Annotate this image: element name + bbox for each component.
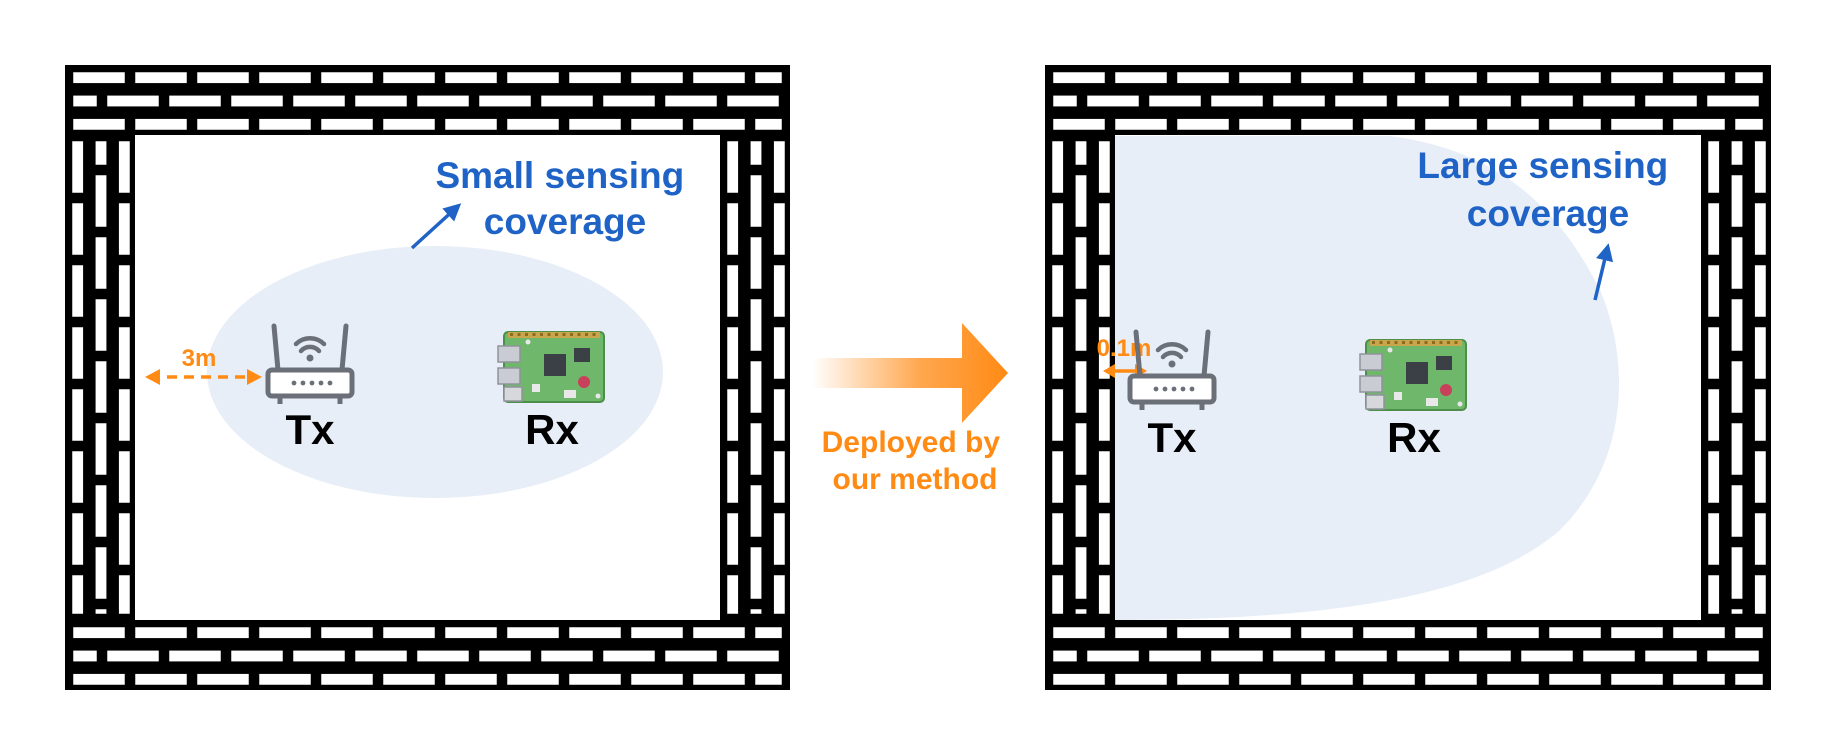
right-tx-router-icon xyxy=(1127,329,1217,410)
right-distance-label: 0.1m xyxy=(1097,335,1152,362)
left-brick-walls xyxy=(65,65,790,690)
left-room: Small sensing coverage 3m Tx Rx xyxy=(65,65,790,690)
right-coverage-label: Large sensing coverage xyxy=(1417,145,1678,234)
left-tx-router-icon xyxy=(265,323,355,404)
left-coverage-label: Small sensing coverage xyxy=(435,155,694,242)
deployment-transition-arrow xyxy=(812,323,1008,423)
left-coverage-area xyxy=(207,246,663,498)
left-tx-label: Tx xyxy=(285,406,335,453)
right-coverage-pointer-arrow xyxy=(1593,243,1614,301)
left-distance-label: 3m xyxy=(182,345,217,372)
right-room: Large sensing coverage 0.1m Tx Rx xyxy=(1045,65,1771,690)
deployment-method-label: Deployed by our method xyxy=(822,426,1009,496)
right-tx-label: Tx xyxy=(1147,414,1197,461)
left-rx-board-icon xyxy=(497,331,605,403)
left-coverage-pointer-arrow xyxy=(410,203,462,250)
left-distance-arrow xyxy=(145,369,262,385)
right-rx-label: Rx xyxy=(1387,414,1441,461)
left-rx-label: Rx xyxy=(525,406,579,453)
right-rx-board-icon xyxy=(1359,339,1467,411)
right-brick-walls xyxy=(1045,65,1771,690)
